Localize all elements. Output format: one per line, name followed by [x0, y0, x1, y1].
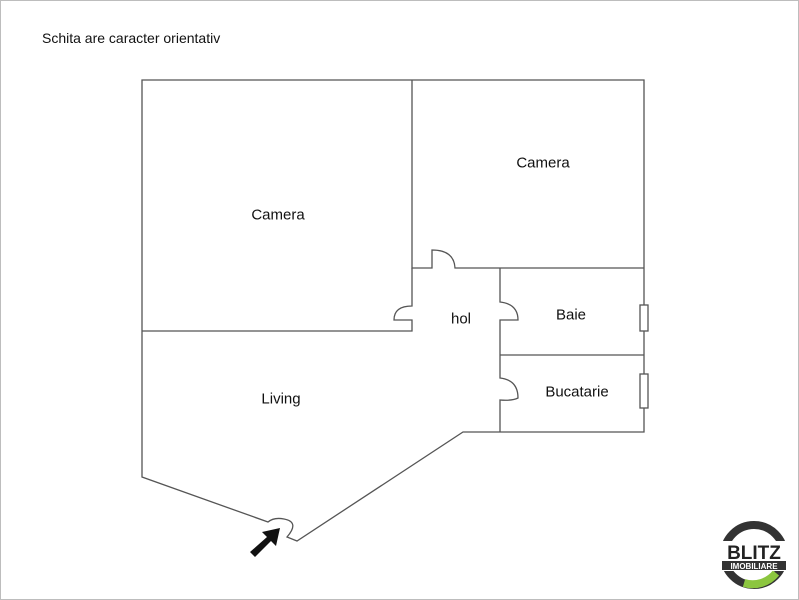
room-label-baie: Baie [555, 306, 587, 324]
disclaimer-note: Schita are caracter orientativ [42, 30, 221, 46]
arrow-icon [250, 528, 280, 557]
svg-text:IMOBILIARE: IMOBILIARE [730, 562, 778, 571]
blitz-logo: BLITZ IMOBILIARE [718, 519, 790, 591]
room-label-camera: Camera [251, 206, 305, 224]
wall-hol-right [499, 268, 519, 432]
svg-text:BLITZ: BLITZ [727, 543, 781, 564]
room-label-hol: hol [450, 310, 472, 328]
room-label-bucatarie: Bucatarie [545, 383, 609, 401]
wall-camera-divider [411, 80, 644, 269]
room-label-living: Living [261, 390, 301, 408]
outer-wall [141, 79, 645, 542]
room-label-camera: Camera [516, 154, 570, 172]
window-bucatarie [639, 373, 649, 409]
window-baie [639, 304, 649, 332]
wall-camera1-bottom [142, 268, 413, 332]
